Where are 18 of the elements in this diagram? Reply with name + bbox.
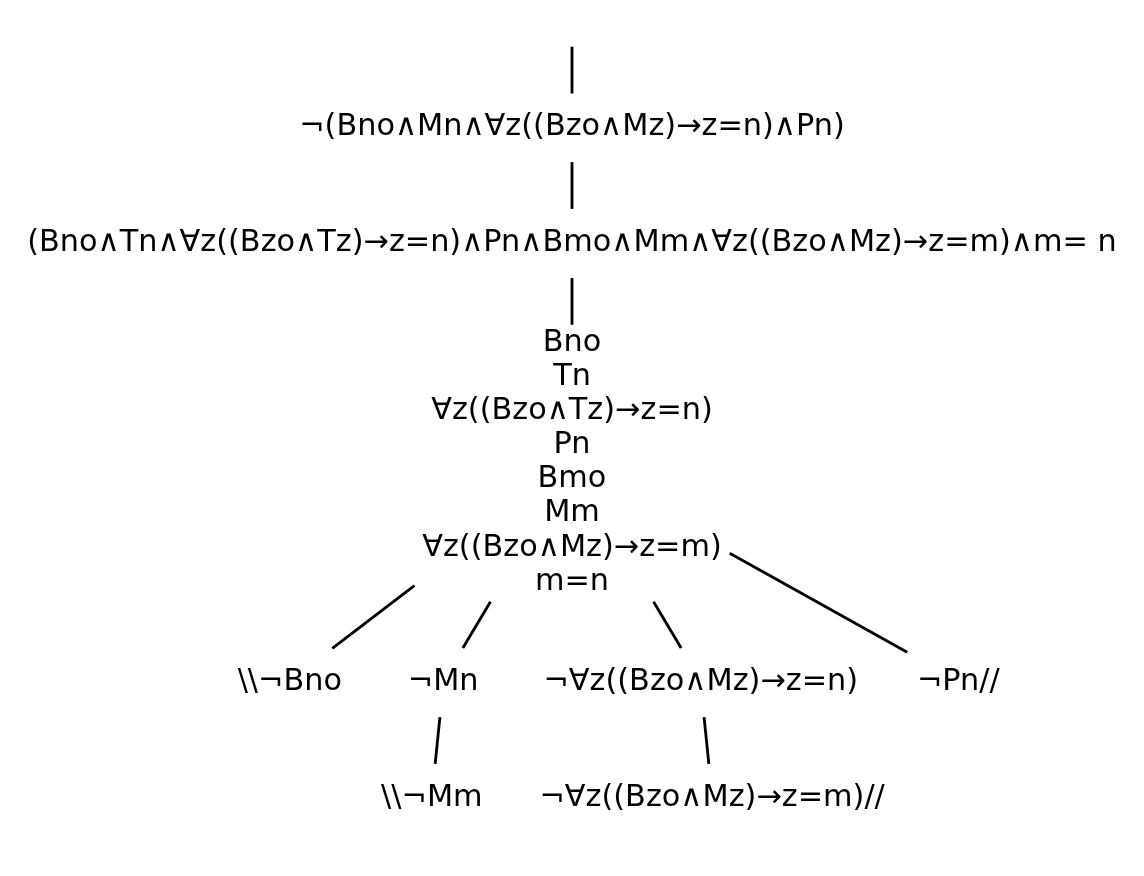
node-text: ¬∀z((Bzo∧Mz)→z=n) — [543, 661, 859, 697]
node-text: (Bno∧Tn∧∀z((Bzo∧Tz)→z=n)∧Pn∧Bmo∧Mm∧∀z((Bzo∧Mz)→z=m)∧m= n — [27, 222, 1117, 258]
node-text: Bno Tn ∀z((Bzo∧Tz)→z=n) Pn Bmo Mm ∀z((Bzo∧Mz)→z=m) m=n — [422, 322, 722, 597]
node-text: ¬∀z((Bzo∧Mz)→z=m)// — [539, 777, 885, 813]
connector — [652, 600, 683, 649]
connector — [570, 161, 574, 209]
connector — [433, 716, 442, 764]
node-text: ¬Pn// — [916, 661, 1000, 697]
connector — [729, 551, 908, 654]
connector — [702, 716, 711, 764]
connector — [461, 600, 492, 649]
node-text: \\¬Bno — [237, 661, 342, 697]
node-text: ¬(Bno∧Mn∧∀z((Bzo∧Mz)→z=n)∧Pn) — [299, 106, 845, 142]
connector — [331, 583, 416, 650]
connector — [570, 277, 574, 325]
connector — [570, 46, 574, 93]
node-text: \\¬Mm — [381, 777, 483, 813]
node-text: ¬Mn — [407, 661, 479, 697]
